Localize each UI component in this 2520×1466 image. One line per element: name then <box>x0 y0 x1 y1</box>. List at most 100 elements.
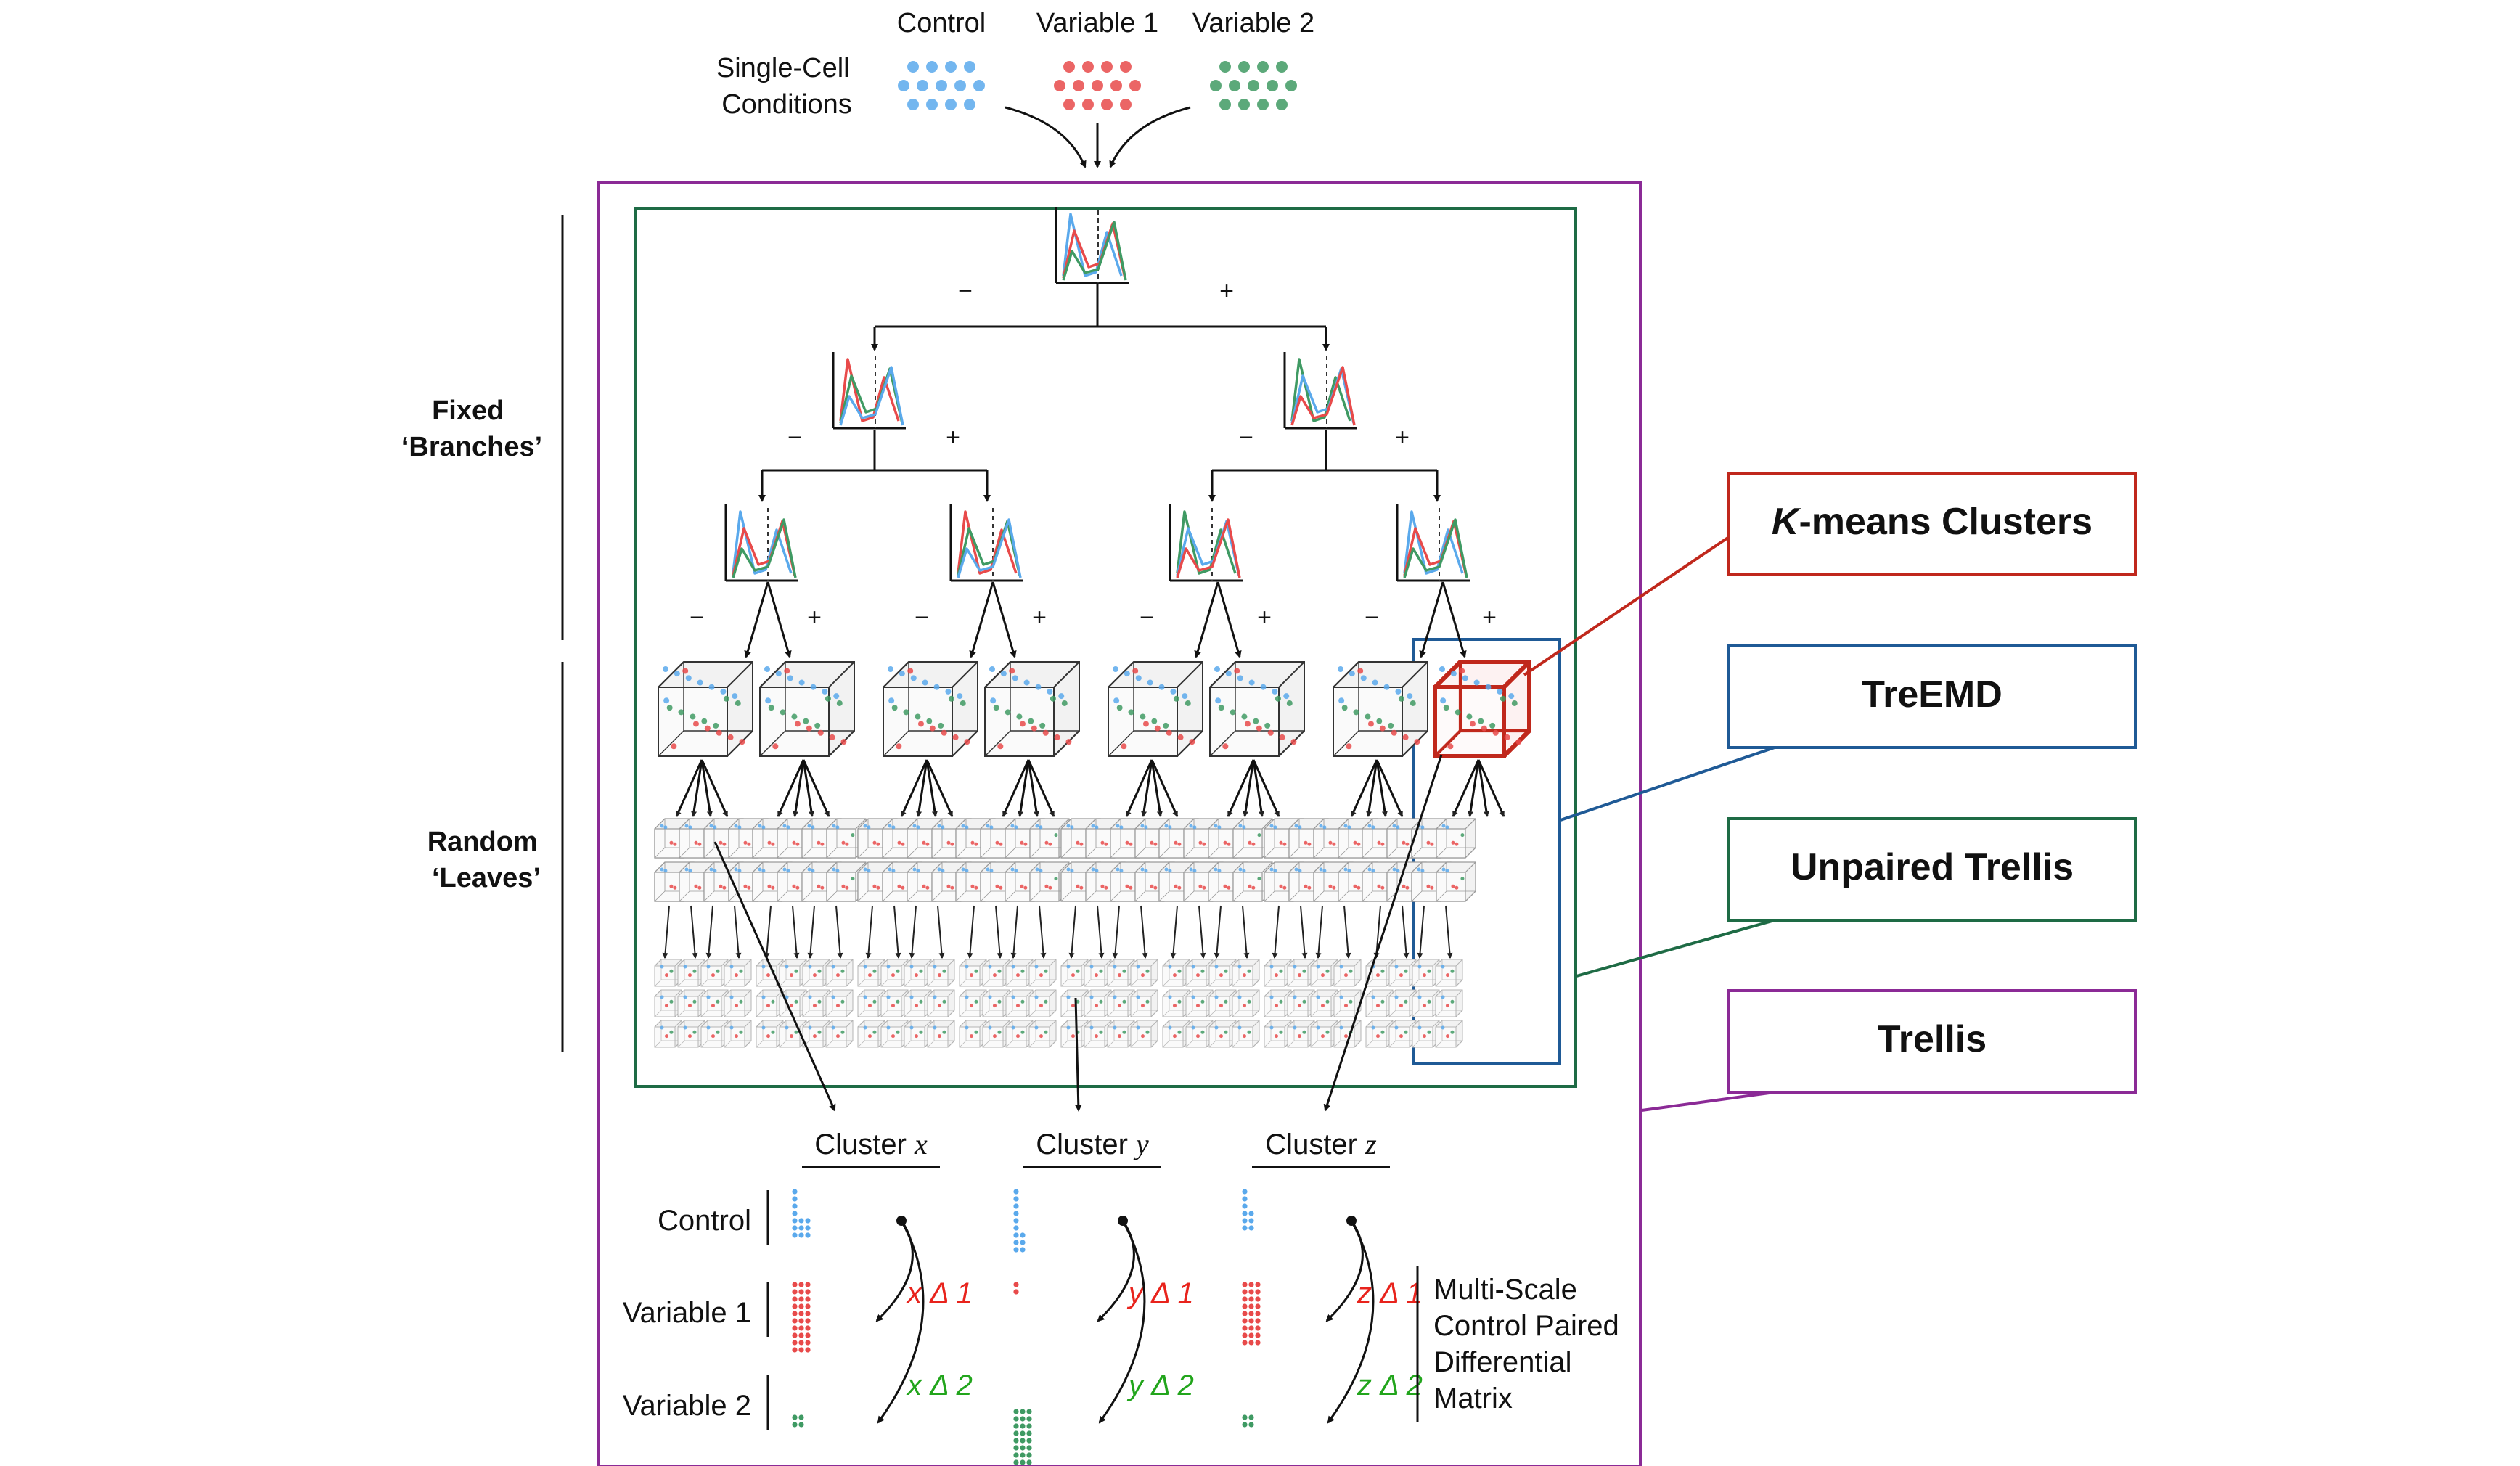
deep-leaf-arrow <box>1140 905 1148 959</box>
cube-cell-dot <box>1122 999 1126 1004</box>
cube-cell-dot <box>1091 824 1095 828</box>
tiny-leaf-cube <box>1185 1020 1214 1048</box>
leaf-child-arrow <box>1227 759 1255 817</box>
cube-edge <box>779 1020 787 1028</box>
cube-cell-dot <box>992 1004 997 1008</box>
cube-back-edge <box>955 847 967 859</box>
cube-cell-dot <box>817 999 822 1004</box>
cube-back-edge <box>1162 1010 1170 1017</box>
arrow-to-cluster-z <box>1323 754 1443 1112</box>
matrix-cell-dot <box>1013 1409 1019 1414</box>
cube-edge <box>724 989 732 997</box>
cube-cell-dot <box>835 869 840 873</box>
tiny-leaf-cube <box>1435 959 1463 987</box>
tiny-leaf-cube <box>1060 989 1089 1017</box>
matrix-cell-dot <box>1020 1430 1026 1436</box>
cube-edge <box>947 1010 955 1017</box>
cube-cell-dot <box>1122 1030 1126 1034</box>
matrix-cell-dot <box>1255 1303 1261 1309</box>
cube-cell-dot <box>1058 693 1065 700</box>
cube-back-edge <box>802 1010 810 1017</box>
cube-cell-dot <box>1422 1004 1426 1008</box>
cube-back-edge <box>654 1010 662 1017</box>
tiny-leaf-cube <box>1185 989 1214 1017</box>
leaf-child-arrow <box>802 759 830 817</box>
leaf-cube <box>883 661 978 757</box>
cube-cell-dot <box>1371 869 1375 873</box>
cube-edge <box>1084 959 1092 967</box>
cube-back-edge <box>1028 1040 1036 1048</box>
cube-cell-dot <box>664 973 668 978</box>
deep-leaf-arrow <box>1039 905 1047 959</box>
cube-edge <box>1455 959 1463 967</box>
leaf-cube <box>658 661 753 757</box>
cube-edge <box>1081 989 1089 997</box>
cube-cell-dot <box>673 885 677 890</box>
cube-cell-dot <box>716 969 720 973</box>
cube-cell-dot <box>867 973 872 978</box>
cube-cell-dot <box>663 666 668 672</box>
cube-edge <box>1058 861 1070 873</box>
cube-cell-dot <box>1135 675 1142 681</box>
cube-cell-dot <box>1417 867 1421 872</box>
cube-cell-dot <box>891 825 896 830</box>
cube-cell-dot <box>1177 885 1182 890</box>
matrix-cell-dot <box>1020 1459 1026 1465</box>
leaf-sign-minus: − <box>1140 604 1154 631</box>
matrix-cell-dot <box>1013 1189 1019 1195</box>
cube-cell-dot <box>1256 725 1262 732</box>
cube-cell-dot <box>863 824 867 828</box>
cube-cell-dot <box>1223 840 1227 845</box>
cube-cell-dot <box>1420 869 1425 873</box>
cube-cell-dot <box>1275 695 1281 702</box>
cube-cell-dot <box>663 697 670 704</box>
cube-cell-dot <box>720 688 727 695</box>
cube-cell-dot <box>1441 965 1445 969</box>
cube-cell-dot <box>1427 999 1431 1004</box>
leaf-cube <box>1333 661 1428 757</box>
matrix-cell-dot <box>1013 1430 1019 1436</box>
cube-back-edge <box>959 979 967 987</box>
cube-cell-dot <box>798 679 805 686</box>
cube-cell-dot <box>886 965 891 969</box>
cube-edge <box>979 1020 987 1028</box>
cell-dot <box>945 61 957 73</box>
cube-back-edge <box>1264 890 1275 902</box>
matrix-cell-dot <box>792 1289 798 1295</box>
cube-cell-dot <box>722 885 727 890</box>
cube-edge <box>904 1020 912 1028</box>
tiny-leaf-cube <box>1388 959 1417 987</box>
tiny-leaf-cube <box>1005 1020 1034 1048</box>
cube-cell-dot <box>1012 675 1018 681</box>
cube-cell-dot <box>1338 666 1343 672</box>
cube-back-edge <box>904 979 912 987</box>
cube-edge <box>1313 818 1325 830</box>
cube-edge <box>1206 959 1214 967</box>
cube-cell-dot <box>1294 824 1298 828</box>
cube-cell-dot <box>937 824 941 828</box>
leaf-sign-minus: − <box>690 604 704 631</box>
cube-cell-dot <box>1325 1030 1330 1034</box>
matrix-cell-dot <box>1026 1459 1032 1465</box>
matrix-cell-dot <box>1248 1340 1254 1346</box>
cube-back-edge <box>1433 729 1462 758</box>
tiny-leaf-cube <box>1388 989 1417 1017</box>
cube-cell-dot <box>674 671 680 677</box>
cube-back-edge <box>1060 1040 1068 1048</box>
cell-dot <box>1257 99 1269 110</box>
cube-edge <box>721 989 729 997</box>
cube-cell-dot <box>1214 995 1219 999</box>
cube-edge <box>1284 959 1292 967</box>
cube-cell-dot <box>1320 1034 1325 1039</box>
cube-edge <box>1029 818 1041 830</box>
cube-cell-dot <box>694 884 698 888</box>
legend-connector-unpaired-trellis <box>1576 919 1775 978</box>
cube-cell-dot <box>737 869 742 873</box>
cube-cell-dot <box>1492 729 1499 736</box>
cube-cell-dot <box>989 666 995 672</box>
cube-cell-dot <box>999 842 1003 846</box>
cube-cell-dot <box>986 824 990 828</box>
cube-back-edge <box>1287 1040 1295 1048</box>
cube-cell-dot <box>734 973 738 978</box>
cube-cell-dot <box>1360 675 1367 681</box>
